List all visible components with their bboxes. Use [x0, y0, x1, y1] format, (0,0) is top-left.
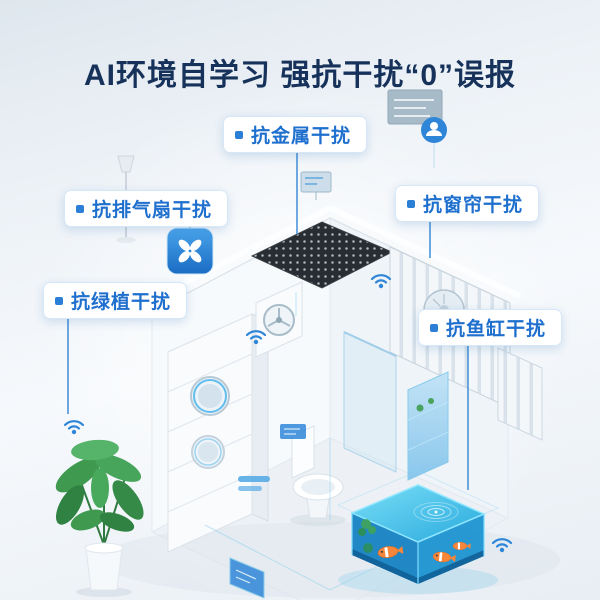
clownfish	[452, 541, 471, 551]
callout-bullet	[76, 204, 84, 213]
fish-tank	[338, 484, 498, 594]
callout-bullet	[430, 323, 438, 332]
callout-bullet	[407, 199, 415, 208]
wifi-signal-icon	[370, 274, 392, 289]
shower-glass	[343, 331, 397, 473]
smart-tag-card	[238, 424, 306, 491]
laundry-cabinet	[167, 313, 269, 553]
wifi-signal-icon	[63, 420, 85, 435]
callout-label: 抗绿植干扰	[71, 292, 172, 313]
callout-label: 抗窗帘干扰	[423, 195, 524, 216]
callout-green-plant: 抗绿植干扰	[43, 282, 188, 319]
fan-icon	[166, 227, 214, 275]
callout-metal: 抗金属干扰	[223, 116, 368, 153]
callout-bullet	[235, 130, 243, 139]
clownfish	[377, 545, 404, 558]
callout-label: 抗鱼缸干扰	[446, 319, 547, 340]
page-title: AI环境自学习 强抗干扰“0”误报	[83, 59, 517, 92]
wifi-signal-icon	[491, 538, 513, 553]
callout-exhaust-fan: 抗排气扇干扰	[64, 190, 229, 227]
tv-icon	[387, 89, 443, 125]
callout-label: 抗排气扇干扰	[92, 200, 213, 221]
callout-label: 抗金属干扰	[251, 126, 352, 147]
potted-plant	[55, 439, 144, 597]
clownfish	[432, 551, 456, 563]
smart-panel-card	[229, 557, 265, 599]
user-avatar-icon	[421, 117, 447, 168]
callout-curtain: 抗窗帘干扰	[395, 185, 540, 222]
wifi-signal-icon	[245, 330, 267, 345]
wall-display-icon	[300, 171, 332, 200]
callout-bullet	[55, 296, 63, 305]
smart-shelf	[407, 371, 449, 481]
slat-panel	[497, 347, 543, 441]
callout-fish-tank: 抗鱼缸干扰	[418, 309, 563, 346]
exhaust-fan-unit	[255, 281, 303, 358]
